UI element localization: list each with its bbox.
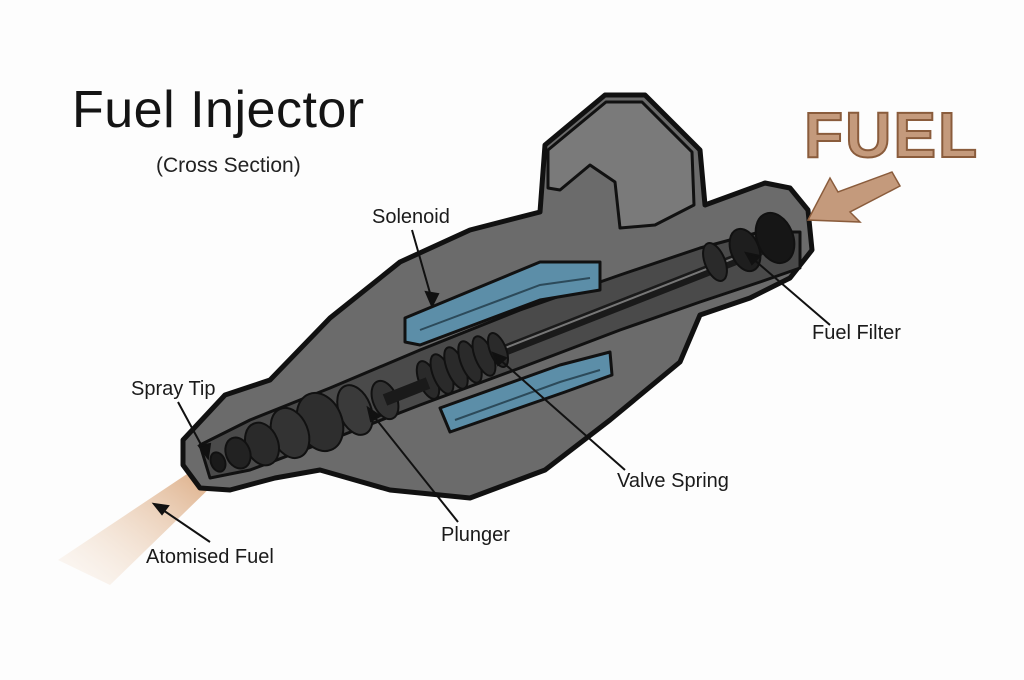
atomised-fuel-spray [58,462,218,585]
valve-spring-leader-arrowhead [491,351,508,367]
label-atomised-fuel: Atomised Fuel [146,546,274,568]
spray-tip [209,391,345,473]
diagram-subtitle: (Cross Section) [156,154,301,177]
plunger [336,377,431,436]
fuel-inlet-label: FUEL [803,98,980,172]
label-valve-spring: Valve Spring [617,470,729,492]
label-plunger: Plunger [441,524,510,546]
solenoid-coil-lower [438,350,614,434]
fuel-filter-leader-arrowhead [744,251,763,266]
valve-spring [415,332,510,400]
connector-housing [546,100,696,230]
spray-tip-leader [177,401,206,453]
label-solenoid: Solenoid [372,206,450,228]
plunger-leader-arrowhead [366,405,382,423]
label-spray-tip: Spray Tip [131,378,216,400]
plunger-leader [371,413,459,523]
atomised-fuel-leader [159,507,211,543]
solenoid-leader [411,229,433,301]
fuel-arrow [806,171,902,223]
valve-spring-leader [497,357,626,471]
fuel-filter-leader [751,257,831,326]
spray-tip-leader-arrowhead [197,442,212,461]
solenoid-leader-arrowhead [424,290,440,309]
atomised-fuel-leader-arrowhead [151,502,170,516]
fuel-filter [702,211,796,282]
solenoid-coil-lower-wire [454,369,601,421]
solenoid-coil-upper-wire [419,277,591,331]
label-fuel-filter: Fuel Filter [812,322,901,344]
diagram-title: Fuel Injector [72,81,365,139]
